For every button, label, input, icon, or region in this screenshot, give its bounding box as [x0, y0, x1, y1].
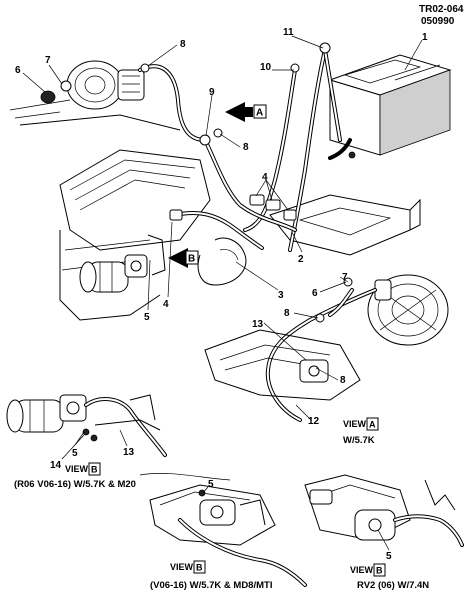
starter-main [79, 254, 148, 293]
view-b2-word: VIEW [170, 562, 194, 572]
leader-lines [22, 35, 423, 551]
callout-4-b: 4 [163, 299, 169, 310]
view-b2-caption: (V06-16) W/5.7K & MD8/MTI [150, 580, 272, 591]
lower-engine [204, 277, 361, 401]
engine-block [9, 99, 211, 321]
callout-14: 14 [50, 460, 62, 471]
callout-6-a: 6 [15, 65, 21, 76]
callout-5-a: 5 [144, 312, 150, 323]
callout-4-a: 4 [262, 172, 268, 183]
battery [328, 54, 452, 156]
callout-13-a: 13 [252, 319, 264, 330]
callout-8-d: 8 [340, 375, 346, 386]
view-b3-word: VIEW [350, 565, 374, 575]
alternator-top [40, 60, 145, 110]
view-b1-caption: (R06 V06-16) W/5.7K & M20 [14, 479, 136, 490]
view-b1-label: VIEW B (R06 V06-16) W/5.7K & M20 [14, 462, 136, 490]
view-a-caption: W/5.7K [343, 435, 375, 446]
callout-8-b: 8 [243, 142, 249, 153]
callout-5-c: 5 [208, 479, 214, 490]
view-b3-illustration [304, 474, 464, 547]
callout-6-b: 6 [312, 288, 318, 299]
callout-11: 11 [283, 27, 294, 38]
view-b3-caption: RV2 (06) W/7.4N [357, 580, 429, 591]
view-a-letter: A [369, 420, 376, 430]
cable-clips [169, 194, 297, 221]
callout-8-a: 8 [180, 39, 186, 50]
callout-2: 2 [298, 254, 304, 265]
callout-7-b: 7 [342, 272, 348, 283]
callout-1: 1 [422, 32, 428, 43]
callout-9: 9 [209, 87, 215, 98]
drawing-code: TR02-064 [419, 4, 464, 15]
callout-7-a: 7 [45, 55, 51, 66]
callout-3: 3 [278, 290, 284, 301]
view-b1-illustration [6, 394, 167, 457]
view-b2-letter: B [196, 563, 203, 573]
view-b1-word: VIEW [65, 464, 89, 474]
inset-divider [139, 473, 231, 481]
view-a-marker: A [225, 102, 267, 122]
callout-8-c: 8 [284, 308, 290, 319]
callout-13-b: 13 [123, 447, 135, 458]
view-b1-letter: B [91, 465, 98, 475]
drawing-date: 050990 [421, 16, 455, 27]
callout-numbers: 1 11 10 9 8 8 7 6 4 2 3 4 5 6 7 8 13 8 1… [15, 27, 428, 562]
callout-5-d: 5 [386, 551, 392, 562]
view-b2-illustration [149, 484, 307, 587]
view-b3-letter: B [376, 566, 383, 576]
view-b3-label: VIEW B RV2 (06) W/7.4N [350, 563, 429, 591]
callout-5-b: 5 [72, 448, 78, 459]
callout-12: 12 [308, 416, 320, 427]
alternator-right [367, 274, 449, 346]
view-b-marker-letter: B [188, 254, 195, 265]
view-a-word: VIEW [343, 419, 367, 429]
view-a-marker-letter: A [256, 108, 263, 119]
view-b-marker: B [168, 248, 199, 268]
view-a-label: VIEW A W/5.7K [343, 417, 379, 446]
callout-10: 10 [260, 62, 272, 73]
view-b2-label: VIEW B (V06-16) W/5.7K & MD8/MTI [150, 560, 272, 591]
